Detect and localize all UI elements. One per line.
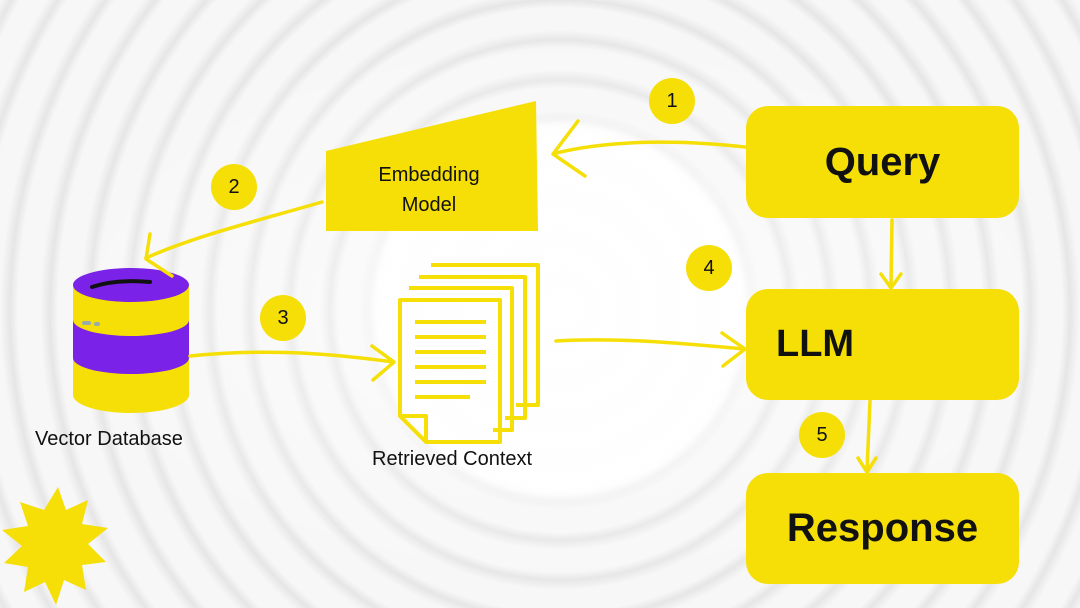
step-badge-2: 2	[211, 164, 257, 210]
step-badge-1: 1	[649, 78, 695, 124]
documents-icon	[398, 263, 540, 444]
arrow-embedding-to-database	[144, 200, 324, 260]
arrow-query-to-llm	[889, 218, 894, 289]
step-badge-5: 5	[799, 412, 845, 458]
arrow-llm-to-response	[865, 399, 872, 473]
query-node: Query	[746, 106, 1019, 218]
step-badge-3: 3	[260, 295, 306, 341]
flow-arrows	[144, 119, 903, 474]
embedding-model-label-line2: Model	[401, 194, 457, 216]
llm-label: LLM	[776, 323, 855, 365]
arrow-context-to-llm	[554, 338, 746, 351]
query-label: Query	[824, 139, 941, 184]
arrow-query-to-embedding	[554, 140, 747, 155]
vector-database-label: Vector Database	[35, 428, 183, 450]
embedding-model-shape	[326, 101, 538, 231]
retrieved-context-label: Retrieved Context	[372, 448, 533, 470]
arrow-database-to-context	[188, 350, 395, 364]
vector-database-icon	[73, 268, 189, 413]
response-label: Response	[786, 506, 979, 550]
embedding-model-label-line1: Embedding	[378, 164, 480, 186]
starburst-decoration	[2, 487, 108, 605]
step-badge-4: 4	[686, 245, 732, 291]
embedding-model-label: Embedding Model	[344, 160, 514, 220]
response-node: Response	[746, 473, 1019, 584]
llm-node: LLM	[746, 289, 1019, 400]
